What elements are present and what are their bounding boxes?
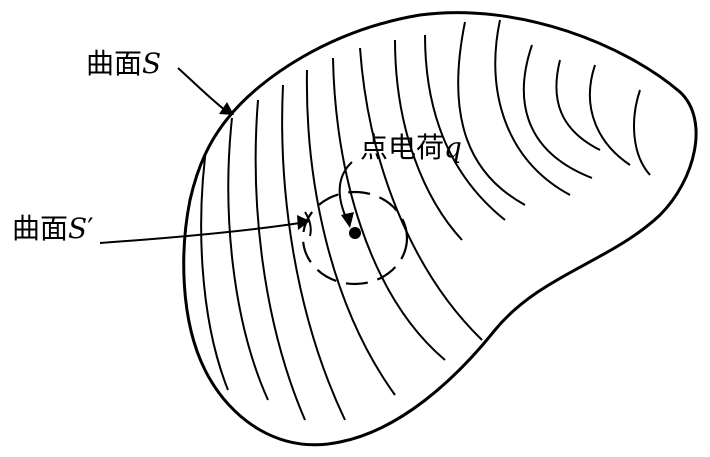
label-surface-s-prime: 曲面S′ [12, 212, 94, 245]
point-charge-arrow [338, 161, 354, 228]
surface-s-prime-arrow [99, 211, 312, 244]
surface-s-prime-circle [301, 190, 409, 286]
surface-s-arrow [177, 67, 234, 115]
surface-hatching [200, 19, 651, 421]
label-surface-s: 曲面S [86, 47, 161, 80]
label-point-charge: 点电荷q [360, 131, 462, 164]
surface-s-outline [182, 11, 698, 447]
point-charge-dot [349, 227, 361, 239]
